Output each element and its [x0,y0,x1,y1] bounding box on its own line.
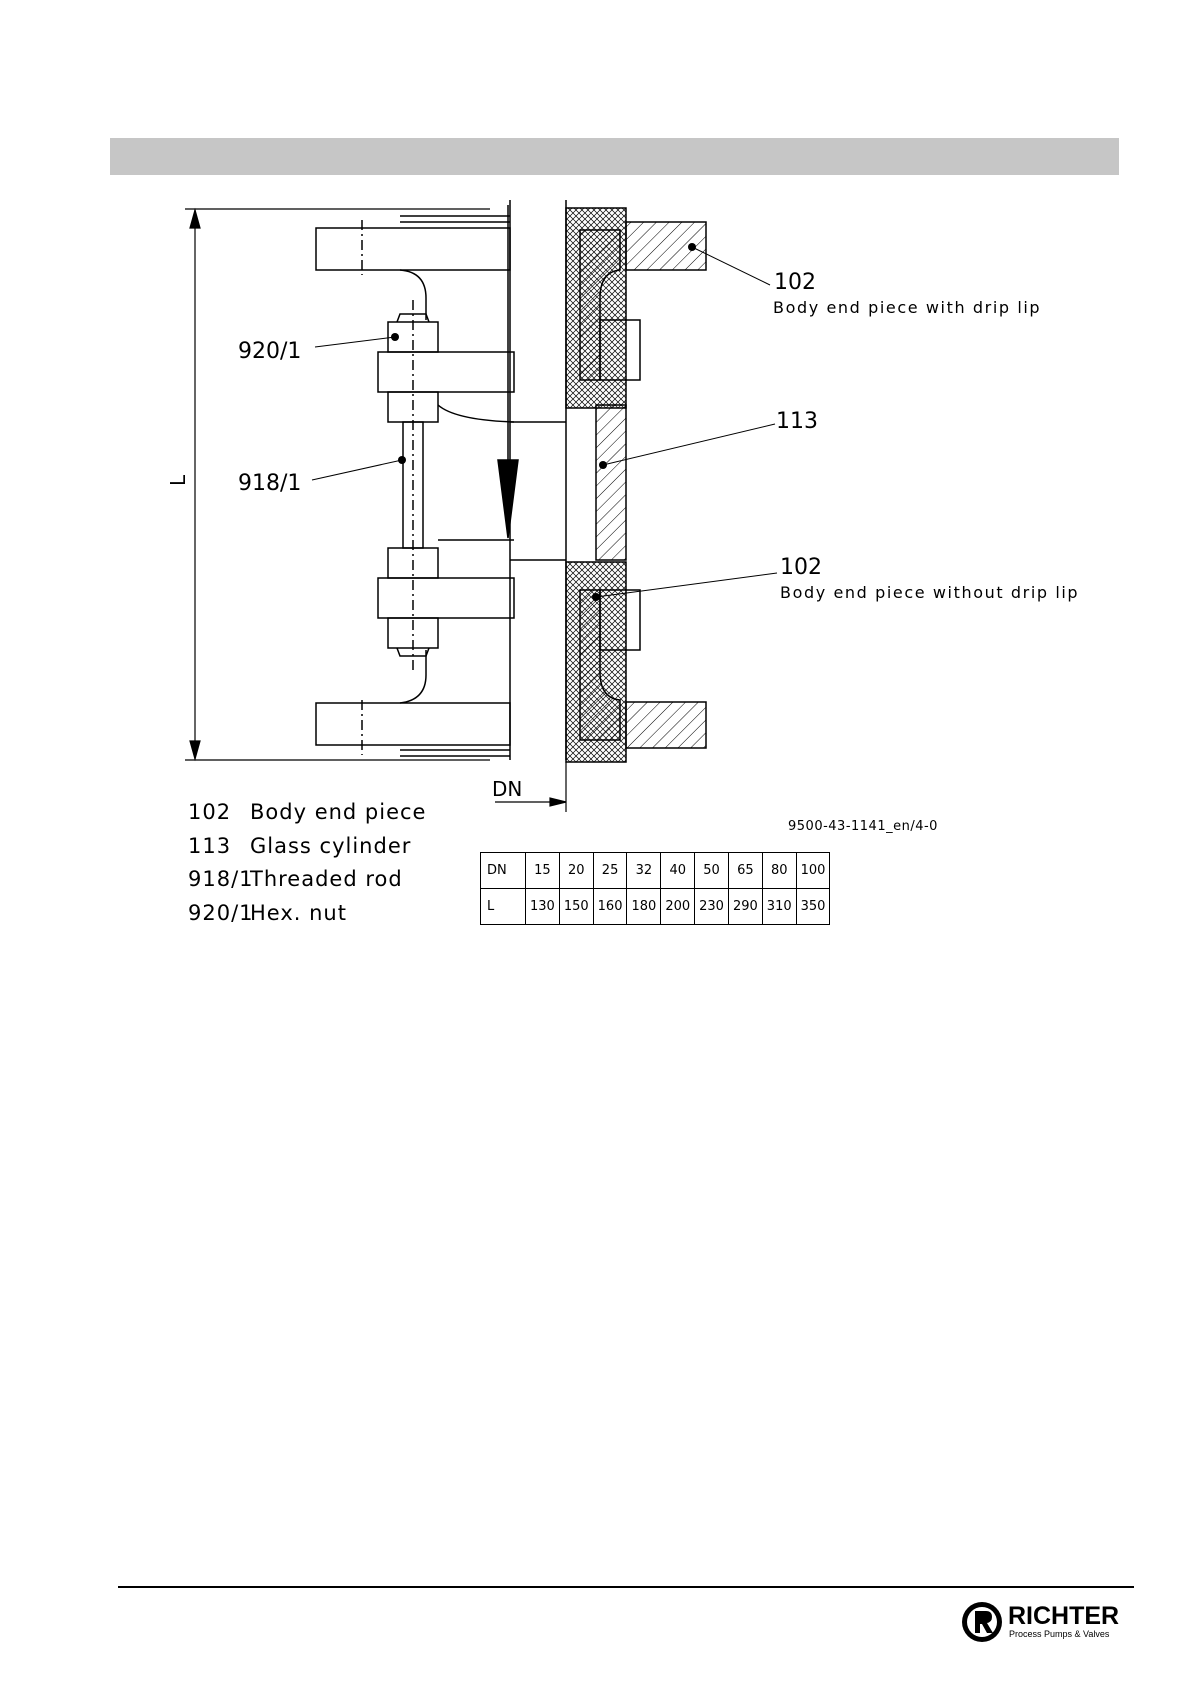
table-cell: 32 [627,853,661,889]
callout-102-top: 102 [774,270,816,295]
footer-divider [118,1586,1134,1588]
legend-label: Glass cylinder [250,834,411,868]
callout-102-bottom: 102 [780,555,822,580]
table-cell: 160 [593,889,627,925]
table-cell: 130 [526,889,560,925]
logo-name: RICHTER [1008,1602,1119,1630]
legend-number: 102 [188,800,250,834]
overall-length-dimension [185,209,490,760]
legend-row: 918/1 Threaded rod [188,867,426,901]
flow-channel [498,200,566,760]
legend-label: Body end piece [250,800,426,834]
table-cell: 65 [728,853,762,889]
table-cell: 290 [728,889,762,925]
legend-row: 113 Glass cylinder [188,834,426,868]
parts-legend: 102 Body end piece 113 Glass cylinder 91… [188,800,426,934]
right-body-end-pieces [566,208,706,762]
table-cell: 40 [661,853,695,889]
callout-920: 920/1 [238,339,301,364]
callout-102-top-desc: Body end piece with drip lip [773,298,1041,317]
left-tie-rod-assembly [378,300,514,670]
table-cell: 150 [559,889,593,925]
legend-number: 918/1 [188,867,250,901]
table-cell: 180 [627,889,661,925]
table-cell: 15 [526,853,560,889]
legend-row: 920/1 Hex. nut [188,901,426,935]
drawing-number: 9500-43-1141_en/4-0 [788,819,938,834]
legend-number: 920/1 [188,901,250,935]
table-row-l: L 130 150 160 180 200 230 290 310 350 [481,889,830,925]
table-header-cell: L [481,889,526,925]
dimension-label-dn: DN [492,777,522,801]
table-cell: 50 [695,853,729,889]
table-cell: 20 [559,853,593,889]
dimension-table: DN 15 20 25 32 40 50 65 80 100 L 130 150… [480,852,830,925]
table-cell: 200 [661,889,695,925]
legend-label: Threaded rod [250,867,403,901]
table-cell: 310 [762,889,796,925]
table-cell: 100 [796,853,830,889]
legend-row: 102 Body end piece [188,800,426,834]
logo-tagline: Process Pumps & Valves [1009,1629,1110,1639]
table-row-dn: DN 15 20 25 32 40 50 65 80 100 [481,853,830,889]
table-cell: 80 [762,853,796,889]
sight-glass-drawing: 102 Body end piece with drip lip 920/1 9… [0,0,1192,980]
callout-113: 113 [776,409,818,434]
legend-number: 113 [188,834,250,868]
table-cell: 230 [695,889,729,925]
table-header-cell: DN [481,853,526,889]
legend-label: Hex. nut [250,901,347,935]
table-cell: 25 [593,853,627,889]
callout-102-bottom-desc: Body end piece without drip lip [780,583,1079,602]
table-cell: 350 [796,889,830,925]
dimension-label-l: L [166,474,190,486]
richter-logo: RICHTER Process Pumps & Valves [962,1597,1132,1647]
callout-918: 918/1 [238,471,301,496]
